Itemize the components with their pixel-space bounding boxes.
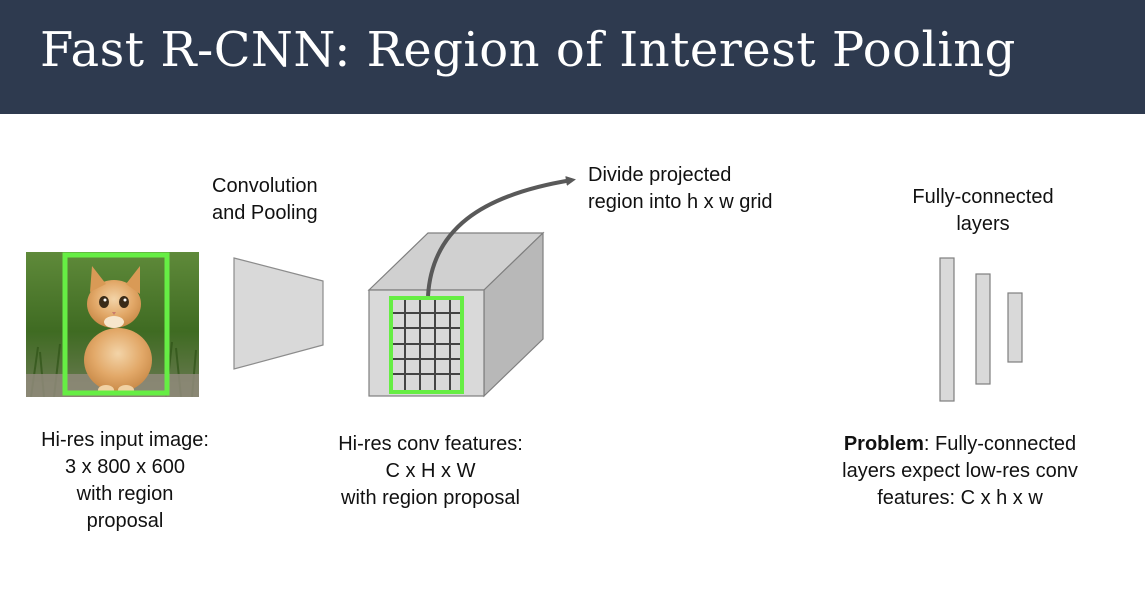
fc-layer-1 <box>939 257 955 402</box>
kitten-photo-icon <box>26 252 199 397</box>
input-image <box>26 252 199 397</box>
roi-grid <box>391 299 462 390</box>
problem-label-line: features: C x h x w <box>877 487 1043 509</box>
conv-features-label-line: Hi-res conv features: <box>338 433 523 455</box>
conv-pool-label-line: Convolution <box>212 175 318 197</box>
fc-layers-label-line: Fully-connected <box>912 186 1054 208</box>
input-image-label-line: 3 x 800 x 600 <box>64 456 186 478</box>
conv-pool-label-line: and Pooling <box>212 202 318 224</box>
input-image-label-line: Hi-res input image: <box>41 429 209 451</box>
problem-label-line: Problem: Fully-connected <box>815 431 1105 458</box>
conv-pool-label: Convolution and Pooling <box>212 173 318 227</box>
problem-label: Problem: Fully-connected layers expect l… <box>815 431 1105 512</box>
fc-layer-3 <box>1007 292 1023 363</box>
divide-arrow <box>426 176 576 297</box>
divide-label-line: region into h x w grid <box>588 191 773 213</box>
conv-features-label: Hi-res conv features: C x H x W with reg… <box>318 431 543 512</box>
fc-layers-label-line: layers <box>956 213 1010 235</box>
input-image-label: Hi-res input image: 3 x 800 x 600 with r… <box>20 427 230 535</box>
problem-label-rest: : Fully-connected <box>923 433 1077 455</box>
fc-layers-label: Fully-connected layers <box>893 184 1073 238</box>
input-image-label-line: proposal <box>86 510 164 532</box>
feature-region-proposal <box>389 296 464 394</box>
slide-title: Fast R-CNN: Region of Interest Pooling <box>40 22 1016 78</box>
slide-header: Fast R-CNN: Region of Interest Pooling <box>0 0 1145 114</box>
conv-features-label-line: with region proposal <box>341 487 520 509</box>
fc-layer-2 <box>975 273 991 385</box>
problem-keyword: Problem <box>843 433 924 455</box>
problem-label-line: layers expect low-res conv <box>842 460 1078 482</box>
conv-features-label-line: C x H x W <box>385 460 476 482</box>
input-region-proposal <box>62 252 170 396</box>
input-image-label-line: with region <box>76 483 174 505</box>
feature-volume-box <box>367 231 545 398</box>
conv-pool-shape <box>233 257 324 370</box>
divide-label: Divide projected region into h x w grid <box>588 162 773 216</box>
divide-label-line: Divide projected <box>588 164 732 186</box>
